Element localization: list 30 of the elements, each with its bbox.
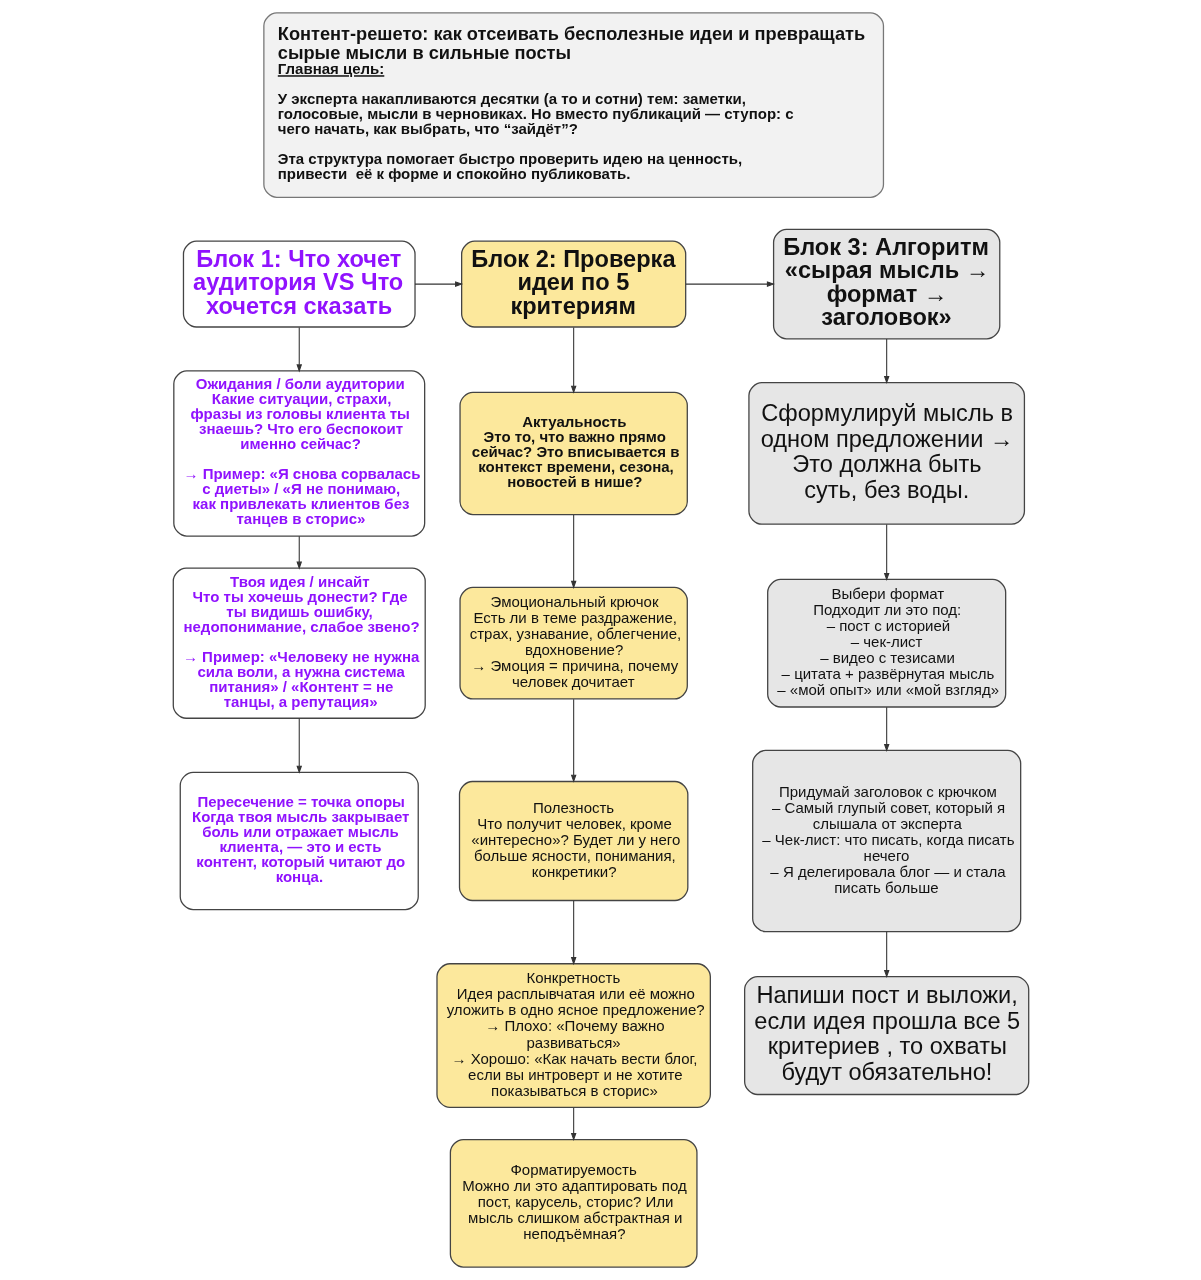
arrow (883, 706, 889, 752)
arrow (883, 523, 889, 581)
node-box: Напиши пост и выложи, если идея прошла все 5 критериев , то охваты будут обязательно! (743, 975, 1029, 1096)
node-box: Блок 2: Проверка идеи по 5 критериям (460, 240, 686, 328)
node-box: Форматируемость Можно ли это адаптировать под пост, карусель, сторис? Или мысль слишком абстрактная и неподъёмная? (449, 1138, 698, 1268)
arrow (570, 900, 576, 966)
node-box: Блок 1: Что хочет аудитория VS Что хочется сказать (182, 240, 416, 328)
node-box: Придумай заголовок с крючком – Самый глупый совет, который я слышала от эксперта – Чек-лист: что писать, когда писать нечего – Я делегировала блог — и стала писать больше (751, 749, 1021, 933)
node-box: Твоя идея / инсайт Что ты хочешь донести? Где ты видишь ошибку, недопонимание, слабое звено? → Пример: «Человеку не нужна сила воли, а нужна система питания» / «Контент = не танцы, а репутация» (172, 567, 426, 719)
arrow (570, 514, 576, 589)
arrow (295, 326, 302, 373)
node-box: Выбери формат Подходит ли это под: – пост с историей – чек-лист – видео с тезисами – цитата + развёрнутая мысль – «мой опыт» или «мой взгляд» (766, 578, 1006, 708)
arrow (295, 535, 302, 570)
arrow (570, 326, 576, 394)
node-box: Пересечение = точка опоры Когда твоя мысль закрывает боль или отражает мысль клиента, — это и есть контент, который читают до конца. (179, 771, 419, 911)
node-box: Сформулируй мысль в одном предложении → Это должна быть суть, без воды. (747, 382, 1025, 525)
arrow (570, 698, 576, 783)
node-box: Конкретность Идея расплывчатая или её можно уложить в одно ясное предложение? → Плохо: «Почему важно развиваться» → Хорошо: «Как начать вести блог, если вы интроверт и не хотите показываться в сторис» (435, 963, 711, 1108)
arrow (295, 718, 302, 774)
node-box: Актуальность Это то, что важно прямо сейчас? Это вписывается в контекст времени, сезона, новостей в нише? (458, 391, 688, 516)
arrow (570, 1107, 576, 1142)
arrow (684, 281, 775, 287)
arrow (883, 931, 889, 979)
node-box: Эмоциональный крючок Есть ли в теме раздражение, страх, узнавание, облегчение, вдохновение? → Эмоция = причина, почему человек дочитает (458, 586, 688, 700)
node-box: Полезность Что получит человек, кроме «интересно»? Будет ли у него больше ясности, понимания, конкретики? (458, 780, 688, 902)
node-box: Контент-решето: как отсеивать бесполезные идеи и превращать сырые мысли в сильные посты Главная цель: У эксперта накапливаются десятки (а то и сотни) тем: заметки, голосовые, мысли в черновиках. Но вместо публикаций — ступор: с чего начать, как выбрать, что “зайдёт”? Эта структура помогает быстро проверить идею на ценность, привести её к форме и спокойно публиковать. (262, 12, 884, 198)
arrow (413, 281, 463, 287)
arrow (883, 338, 889, 385)
node-box: Блок 3: Алгоритм «сырая мысль → формат → заголовок» (772, 228, 1000, 340)
node-box: Ожидания / боли аудитории Какие ситуации, страхи, фразы из головы клиента ты знаешь? Что его беспокоит именно сейчас? → Пример: «Я снова сорвалась с диеты» / «Я не понимаю, как привлекать клиентов без танцев в сторис» (172, 370, 425, 537)
